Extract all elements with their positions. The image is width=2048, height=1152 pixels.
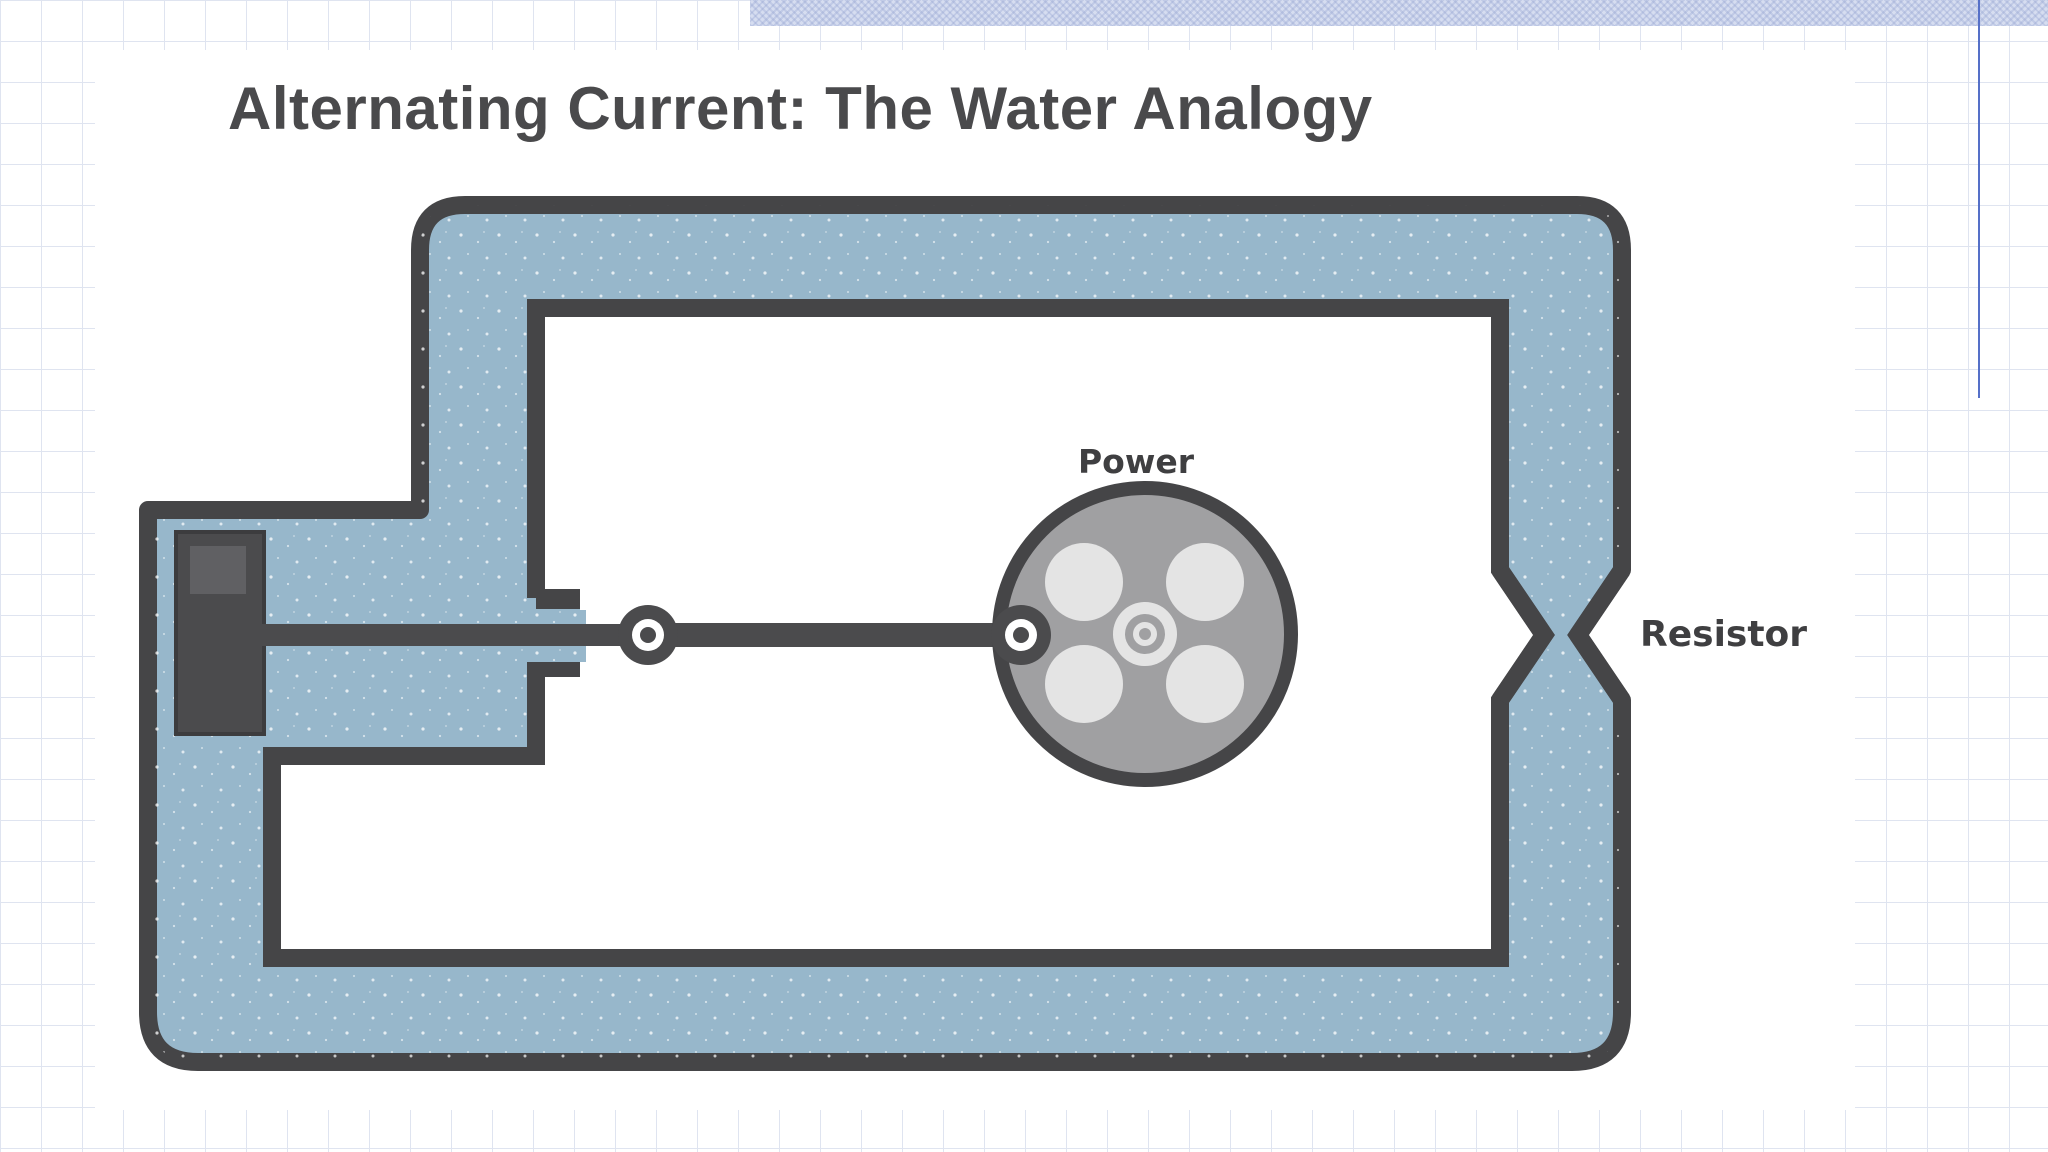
page-title: Alternating Current: The Water Analogy: [228, 75, 1373, 142]
water-wheel-icon: [991, 481, 1298, 787]
resistor-label: Resistor: [1640, 614, 1808, 655]
pipe-constriction-icon: [1492, 564, 1630, 706]
piston-icon: [174, 530, 640, 736]
linkage-rod: [618, 605, 1030, 665]
power-label: Power: [1078, 442, 1194, 481]
piston-rod: [262, 624, 640, 646]
accent-line: [1978, 0, 1980, 398]
header-band: [750, 0, 2048, 26]
